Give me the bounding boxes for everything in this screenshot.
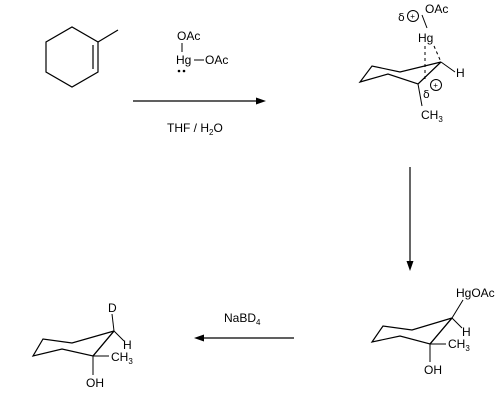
c-h-bond [451,317,463,329]
hg-label: Hg [176,53,191,67]
chair-ring [31,330,115,357]
h-label: H [462,325,471,339]
cyclohexene-ring [45,26,99,88]
ch3-label: CH3 [111,350,133,366]
oac-label: OAc [425,2,448,16]
oac-top-label: OAc [177,29,200,43]
delta-plus-right-label: δ [423,88,430,101]
c-d-bond [111,313,115,332]
c-ch3-bond [417,83,423,107]
plus-circle-left [407,10,419,22]
chair-ring [370,317,453,345]
hg-oac-bond [421,14,428,29]
hgoac-label: HgOAc [456,286,495,300]
solvent-label: THF / H2O [167,121,223,137]
c-h-bond [440,61,456,73]
oh-label: OH [86,376,104,390]
methyl-bond [97,29,119,43]
deuterated-alcohol-product: D H CH3 OH [31,301,133,390]
oac-right-label: OAc [205,53,228,67]
oh-label: OH [424,363,442,377]
nabd4-label: NaBD4 [224,311,261,327]
methylcyclohexene-structure [45,26,119,88]
c1-c2-bond [92,330,115,357]
ch3-label: CH3 [421,108,443,124]
reaction-arrow-1 [133,97,266,105]
lone-pair-dot-right [182,69,186,73]
c-h-bond [113,330,125,342]
c-hg-bond [451,299,464,319]
organomercurial-alcohol: HgOAc H CH3 OH [370,286,495,377]
hg-label: Hg [418,31,433,45]
c1-c2-bond [429,317,453,345]
h-label: H [123,338,132,352]
reaction-arrow-2 [406,167,414,271]
mercuric-acetate-structure: OAc Hg OAc [176,29,228,73]
ch3-label: CH3 [448,337,470,353]
reaction-arrow-3 [194,334,294,342]
delta-plus-left-label: δ [398,11,405,24]
plus-sign-left: + [410,12,415,21]
hg-c-dashed-bond-2 [433,45,442,63]
mercurinium-intermediate: δ + OAc Hg H δ + CH3 [358,2,465,124]
plus-circle-right [430,79,442,91]
plus-sign-right: + [433,81,438,90]
d-label: D [108,301,117,315]
lone-pair-dot-left [177,69,181,73]
h-label: H [456,66,465,80]
c1-c2-bond [417,61,442,85]
